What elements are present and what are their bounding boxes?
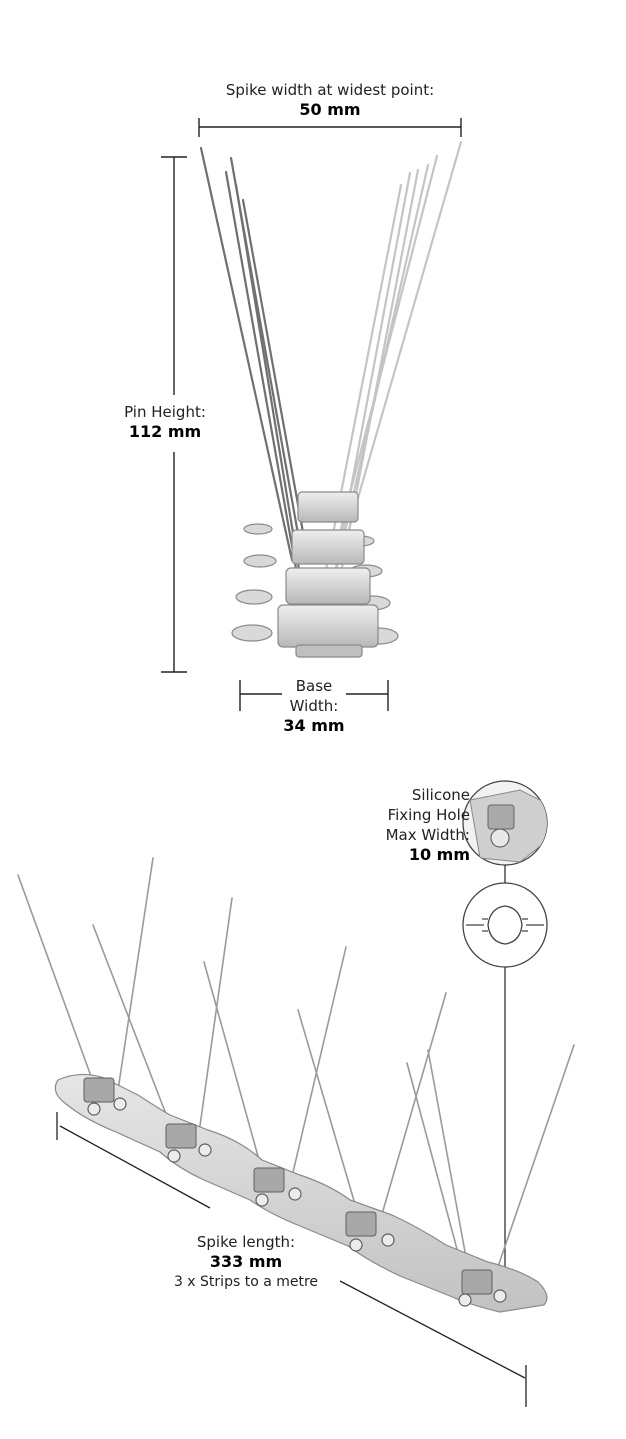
spike-strip-perspective xyxy=(17,857,575,1313)
fixing-hole-line3: Max Width: xyxy=(385,826,470,844)
base-width-line1: Base xyxy=(295,677,333,695)
fixing-hole-detail xyxy=(462,780,548,1280)
fixing-hole-line1: Silicone xyxy=(411,786,470,804)
pin-height-label: Pin Height: 112 mm xyxy=(110,402,220,442)
pin-height-title: Pin Height: xyxy=(124,403,206,421)
base-width-dimension xyxy=(239,680,389,711)
fixing-hole-shape xyxy=(482,905,528,945)
spike-width-value: 50 mm xyxy=(299,100,361,119)
pin-height-dimension xyxy=(161,156,187,673)
spike-length-note: 3 x Strips to a metre xyxy=(173,1274,319,1290)
strip-fixing-holes xyxy=(87,1097,507,1307)
spike-product-side-view xyxy=(199,140,463,658)
spike-width-dimension xyxy=(198,118,462,137)
base-width-label: Base Width: 34 mm xyxy=(264,676,364,736)
spike-length-dimension xyxy=(56,1112,527,1407)
strip-pins xyxy=(17,857,575,1291)
strip-pin-holders xyxy=(83,1077,493,1295)
spike-length-value: 333 mm xyxy=(209,1252,283,1271)
spike-length-label: Spike length: 333 mm 3 x Strips to a met… xyxy=(156,1232,336,1292)
fixing-hole-label: Silicone Fixing Hole Max Width: 10 mm xyxy=(350,785,470,865)
base-width-value: 34 mm xyxy=(283,716,345,735)
spike-length-title: Spike length: xyxy=(196,1233,296,1251)
spike-width-label: Spike width at widest point: 50 mm xyxy=(190,80,470,120)
base-width-line2: Width: xyxy=(289,697,339,715)
spike-width-title: Spike width at widest point: xyxy=(225,81,435,99)
pin-height-value: 112 mm xyxy=(128,422,202,441)
fixing-hole-value: 10 mm xyxy=(408,845,470,864)
spike-base-stack xyxy=(231,491,399,658)
fixing-hole-photo xyxy=(469,789,547,863)
fixing-hole-line2: Fixing Hole xyxy=(387,806,470,824)
